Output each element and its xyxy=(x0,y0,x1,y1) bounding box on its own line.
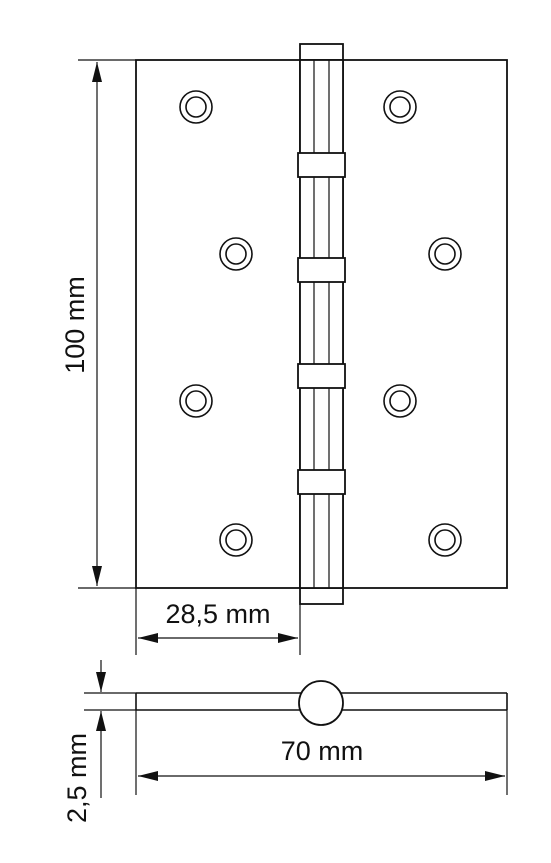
bearing-ring xyxy=(297,363,346,389)
bearing-ring xyxy=(297,257,346,283)
hinge-front-view xyxy=(135,43,508,605)
right-leaf xyxy=(342,59,508,589)
screw-holes xyxy=(179,90,462,557)
thickness-dimension: 2,5 mm xyxy=(62,660,136,823)
leaf-width-dimension-label: 28,5 mm xyxy=(165,599,270,629)
height-dimension: 100 mm xyxy=(60,59,136,589)
screw-hole xyxy=(428,523,462,557)
pin-cap-top xyxy=(299,43,344,61)
screw-hole xyxy=(179,384,213,418)
bearing-ring xyxy=(297,152,346,178)
hinge-barrel xyxy=(297,43,346,605)
thickness-dimension-label: 2,5 mm xyxy=(62,733,92,823)
screw-hole xyxy=(179,90,213,124)
screw-hole xyxy=(383,384,417,418)
left-leaf xyxy=(135,59,301,589)
screw-hole xyxy=(219,237,253,271)
bearing-ring xyxy=(297,469,346,495)
total-width-dimension: 70 mm xyxy=(135,710,508,795)
barrel-body xyxy=(299,59,344,589)
hinge-side-view xyxy=(135,680,508,726)
screw-hole xyxy=(383,90,417,124)
pin-cap-bottom xyxy=(299,587,344,605)
screw-hole xyxy=(219,523,253,557)
total-width-dimension-label: 70 mm xyxy=(281,736,364,766)
leaf-width-dimension: 28,5 mm xyxy=(135,588,301,655)
height-dimension-label: 100 mm xyxy=(60,276,90,374)
barrel-section xyxy=(298,680,344,726)
screw-hole xyxy=(428,237,462,271)
